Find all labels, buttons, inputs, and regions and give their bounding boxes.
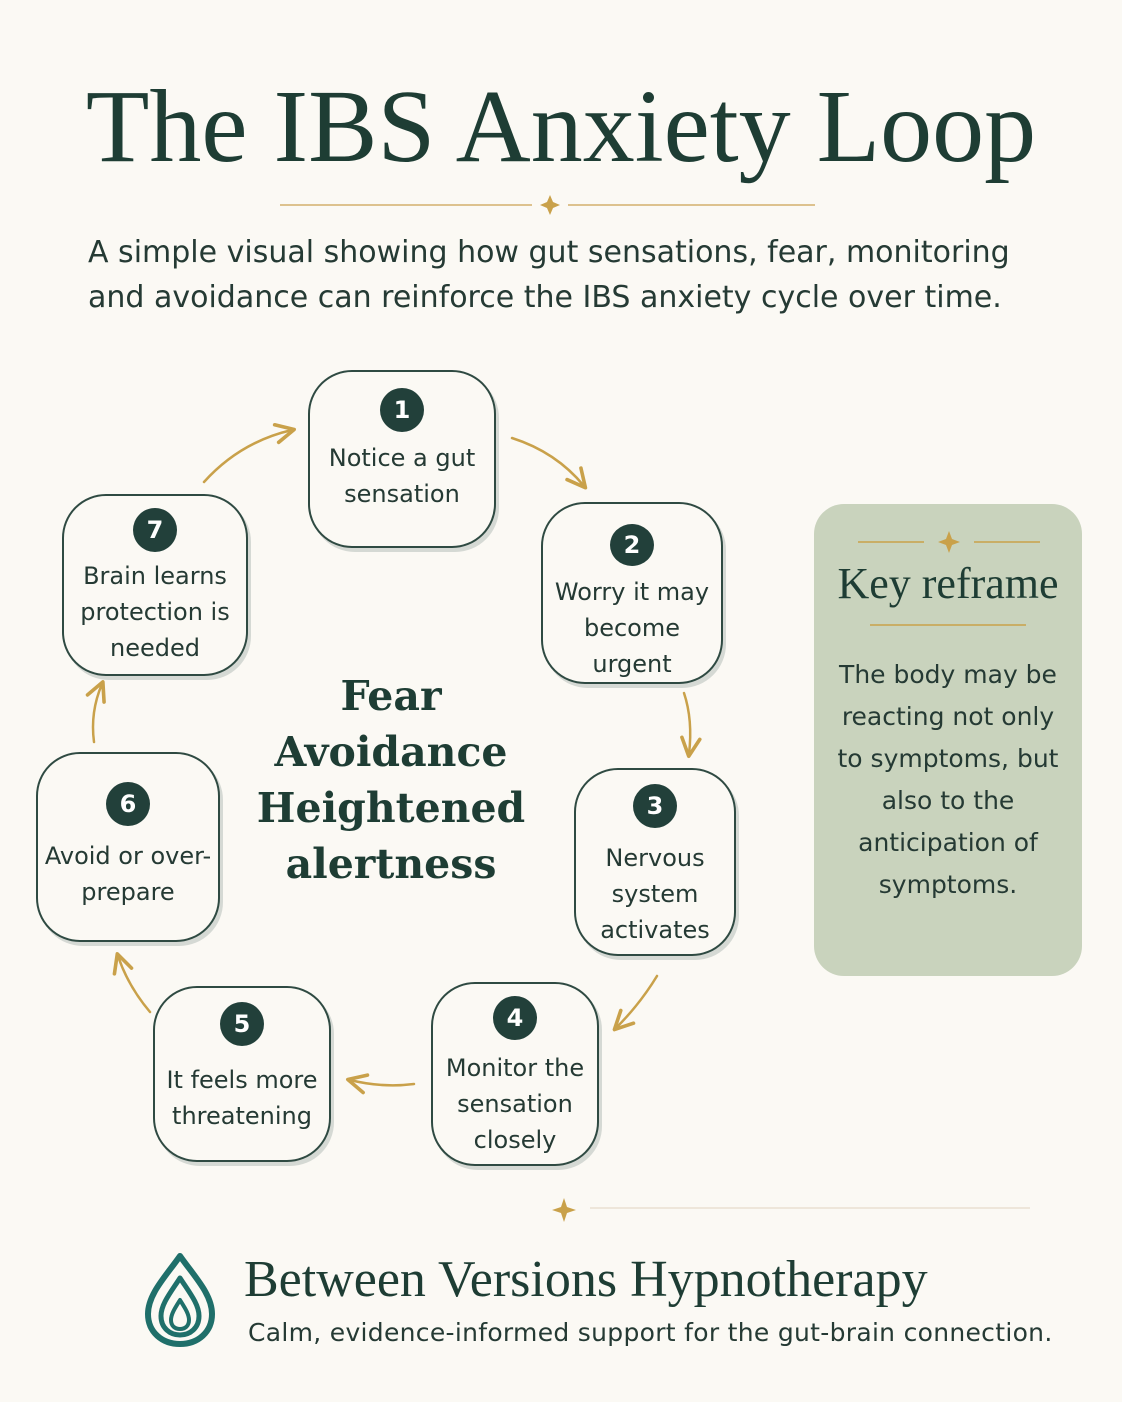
center-line-avoidance: Avoidance [274, 728, 508, 776]
step-3-label: Nervous system activates [600, 844, 710, 944]
step-6-node: 6 Avoid or over-prepare [36, 752, 220, 942]
arrow-7-to-1 [202, 422, 296, 484]
step-7-node: 7 Brain learns protection is needed [62, 494, 248, 676]
arrow-5-to-6 [112, 952, 152, 1014]
sparkle-icon [540, 195, 560, 215]
step-1-node: 1 Notice a gut sensation [308, 370, 496, 548]
reframe-top-divider [858, 531, 1040, 553]
step-4-badge: 4 [493, 996, 537, 1040]
key-reframe-title: Key reframe [837, 559, 1059, 608]
step-3-node: 3 Nervous system activates [574, 768, 736, 956]
arrow-3-to-4 [612, 974, 659, 1032]
loop-center-text: Fear Avoidance Heightened alertness [250, 668, 532, 892]
step-4-label: Monitor the sensation closely [445, 1054, 585, 1154]
page-title: The IBS Anxiety Loop [85, 69, 1037, 184]
step-3-badge: 3 [633, 784, 677, 828]
step-5-label: It feels more threatening [166, 1066, 318, 1130]
footer-divider [552, 1198, 1030, 1222]
step-7-badge: 7 [133, 508, 177, 552]
step-4-node: 4 Monitor the sensation closely [431, 982, 599, 1166]
step-2-node: 2 Worry it may become urgent [541, 502, 723, 684]
arrow-6-to-7 [85, 680, 106, 744]
brand-name: Between Versions Hypnotherapy [244, 1251, 928, 1308]
subtitle: A simple visual showing how gut sensatio… [88, 235, 1010, 315]
arrow-1-to-2 [510, 436, 588, 490]
center-line-alertness: alertness [285, 840, 497, 888]
arrow-4-to-5 [346, 1073, 416, 1095]
key-reframe-panel: Key reframe The body may be reacting not… [814, 504, 1082, 976]
step-1-label: Notice a gut sensation [328, 444, 476, 508]
title-divider [280, 195, 815, 215]
step-2-badge: 2 [610, 524, 654, 566]
sparkle-icon [938, 531, 960, 553]
step-6-badge: 6 [106, 782, 150, 826]
arrow-2-to-3 [680, 691, 702, 759]
reframe-title-underline [870, 624, 1026, 626]
step-1-badge: 1 [380, 388, 424, 432]
step-6-label: Avoid or over-prepare [44, 842, 212, 906]
brand-tagline: Calm, evidence-informed support for the … [248, 1318, 1053, 1347]
center-line-heightened: Heightened [256, 784, 526, 832]
step-5-node: 5 It feels more threatening [153, 986, 331, 1162]
sparkle-icon [552, 1198, 576, 1222]
step-5-badge: 5 [220, 1002, 264, 1046]
drop-logo-icon [145, 1253, 215, 1347]
step-2-label: Worry it may become urgent [554, 578, 710, 678]
step-7-label: Brain learns protection is needed [80, 562, 230, 662]
key-reframe-body: The body may be reacting not only to sym… [837, 660, 1059, 899]
center-line-fear: Fear [340, 672, 442, 720]
